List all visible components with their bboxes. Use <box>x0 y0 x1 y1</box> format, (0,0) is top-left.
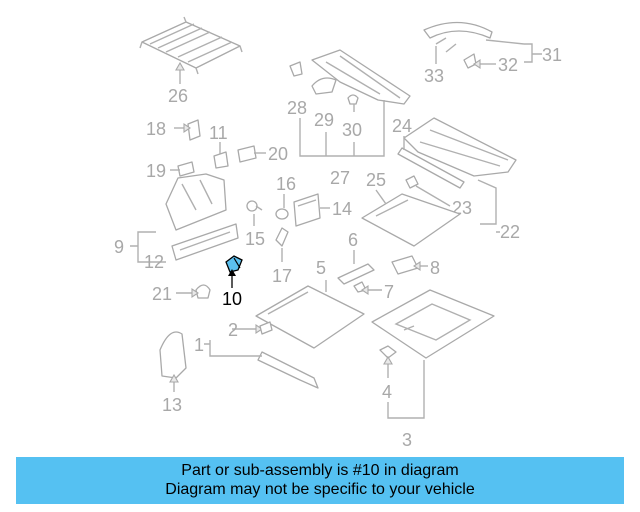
part-3-trunk-floor[interactable] <box>371 289 495 359</box>
callout-20: 20 <box>268 144 288 164</box>
part-33-trim[interactable] <box>423 21 493 53</box>
callout-3: 3 <box>402 430 412 450</box>
parts-diagram: 26 28 29 30 27 33 32 31 18 11 <box>114 16 562 450</box>
part-9-side-trim[interactable] <box>165 173 227 231</box>
banner-line-2: Diagram may not be specific to your vehi… <box>165 481 475 498</box>
callout-17: 17 <box>272 266 292 286</box>
callout-19: 19 <box>146 161 166 181</box>
callout-26: 26 <box>168 86 188 106</box>
callout-31: 31 <box>542 45 562 65</box>
callout-7: 7 <box>384 282 394 302</box>
part-16-grommet[interactable] <box>275 208 289 220</box>
part-5-floor-mat[interactable] <box>255 285 365 349</box>
leader-1 <box>204 340 262 357</box>
callout-27: 27 <box>330 168 350 188</box>
callout-5: 5 <box>316 258 326 278</box>
part-29-cap[interactable] <box>311 77 337 95</box>
part-1-scuff-plate[interactable] <box>257 351 319 389</box>
part-19-plate[interactable] <box>177 161 195 177</box>
callout-33: 33 <box>424 66 444 86</box>
callout-18: 18 <box>146 119 166 139</box>
callout-22: 22 <box>500 222 520 242</box>
part-20-cover[interactable] <box>237 145 257 163</box>
part-28-clip[interactable] <box>289 61 303 77</box>
part-17-clip[interactable] <box>275 227 289 247</box>
callout-16: 16 <box>276 174 296 194</box>
leader-23 <box>415 185 451 207</box>
callout-15: 15 <box>245 229 265 249</box>
leader-3 <box>387 360 425 419</box>
arrow-2 <box>255 323 263 335</box>
part-32-clip[interactable] <box>463 53 477 69</box>
callout-10: 10 <box>222 289 242 309</box>
callout-14: 14 <box>332 199 352 219</box>
callout-9: 9 <box>114 237 124 257</box>
callout-25: 25 <box>366 170 386 190</box>
leader-25 <box>375 189 387 205</box>
callout-21: 21 <box>152 284 172 304</box>
part-6-rail[interactable] <box>337 263 375 285</box>
arrow-18 <box>183 122 191 134</box>
part-23-clip[interactable] <box>405 175 419 189</box>
part-25-floor-cover[interactable] <box>361 193 461 247</box>
callout-29: 29 <box>314 110 334 130</box>
arrow-8 <box>413 260 421 272</box>
callout-12: 12 <box>144 252 164 272</box>
callout-2: 2 <box>228 320 238 340</box>
part-13-panel[interactable] <box>159 331 187 379</box>
callout-30: 30 <box>342 120 362 140</box>
part-26-cargo-cover[interactable] <box>139 16 243 75</box>
arrow-26 <box>175 61 185 71</box>
leader-31 <box>485 39 542 63</box>
leader-27 <box>299 100 385 157</box>
callout-13: 13 <box>162 395 182 415</box>
leader-22 <box>477 179 500 233</box>
arrow-4 <box>383 355 393 365</box>
part-30-fastener[interactable] <box>347 94 359 105</box>
part-2-clip[interactable] <box>259 321 273 335</box>
info-banner: Part or sub-assembly is #10 in diagram D… <box>16 457 624 504</box>
leader-9-12 <box>130 231 166 263</box>
part-24-rear-trim[interactable] <box>403 117 517 177</box>
callout-32: 32 <box>498 55 518 75</box>
arrow-13 <box>169 373 179 383</box>
part-21-hook[interactable] <box>195 284 211 299</box>
callout-11: 11 <box>209 123 228 143</box>
callout-1: 1 <box>194 335 204 355</box>
callout-28: 28 <box>287 98 307 118</box>
callout-4: 4 <box>382 382 392 402</box>
arrow-10 <box>228 269 236 276</box>
part-24-strip[interactable] <box>397 147 465 189</box>
callout-6: 6 <box>348 230 358 250</box>
part-4-plug[interactable] <box>379 345 397 359</box>
part-15-bolt[interactable] <box>246 200 263 212</box>
part-12-sill-trim[interactable] <box>171 223 239 261</box>
callout-24: 24 <box>392 116 412 136</box>
callout-8: 8 <box>430 258 440 278</box>
part-14-panel[interactable] <box>293 193 321 227</box>
arrow-21 <box>191 287 199 299</box>
part-27-package-tray[interactable] <box>311 49 411 105</box>
part-10-highlighted[interactable] <box>225 255 243 273</box>
part-8-bracket[interactable] <box>391 255 419 275</box>
part-18-bracket[interactable] <box>187 119 201 141</box>
arrow-32 <box>473 58 481 70</box>
part-11-hook[interactable] <box>213 151 229 169</box>
banner-line-1: Part or sub-assembly is #10 in diagram <box>181 462 459 479</box>
arrow-7 <box>361 284 369 296</box>
